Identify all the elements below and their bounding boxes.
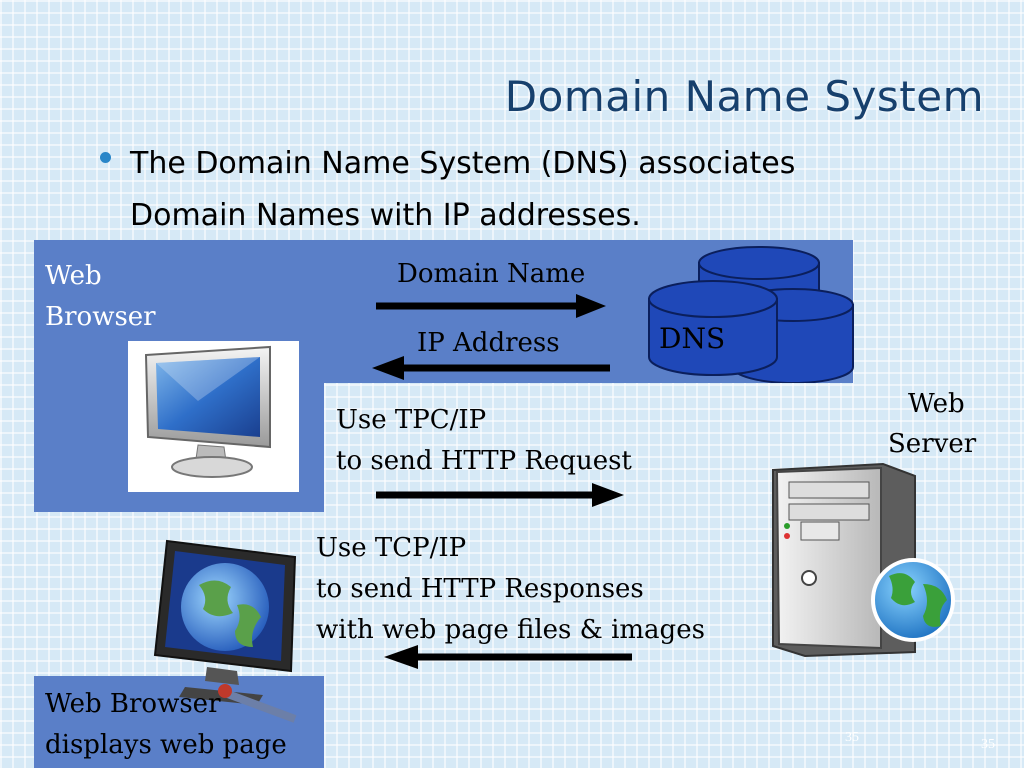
bullet-dot	[100, 152, 111, 163]
arrow-left-response	[384, 645, 632, 669]
globe-monitor-icon	[145, 535, 335, 725]
arrow-left-ip-address	[372, 356, 610, 380]
arrow-right-domain-name	[376, 294, 606, 318]
dns-arrows	[372, 294, 610, 380]
request-label-line2: to send HTTP Request	[336, 446, 632, 476]
response-label-line1: Use TCP/IP	[316, 533, 467, 563]
domain-name-label: Domain Name	[397, 259, 586, 289]
request-label-line1: Use TPC/IP	[336, 405, 487, 435]
server-tower-icon	[765, 460, 965, 660]
page-number-left: 35	[845, 730, 859, 745]
slide-title: Domain Name System	[504, 72, 984, 121]
monitor-icon	[128, 341, 299, 492]
response-label-line3: with web page files & images	[316, 615, 705, 645]
diagram-panel-bottom	[34, 676, 324, 768]
web-browser-bottom-line2: displays web page	[45, 730, 287, 760]
database-cylinders-icon	[645, 245, 857, 384]
dns-label: DNS	[659, 322, 726, 355]
web-browser-label-line2: Browser	[45, 302, 156, 332]
page-number-right: 35	[981, 737, 995, 752]
web-server-label-line2: Server	[888, 429, 977, 459]
web-browser-bottom-line1: Web Browser	[45, 689, 221, 719]
ip-address-label: IP Address	[417, 328, 560, 358]
web-server-label-line1: Web	[908, 389, 965, 419]
bullet-text: The Domain Name System (DNS) associates …	[130, 146, 796, 233]
arrow-right-request	[376, 483, 624, 507]
web-browser-label-line1: Web	[45, 261, 102, 291]
response-label-line2: to send HTTP Responses	[316, 574, 644, 604]
